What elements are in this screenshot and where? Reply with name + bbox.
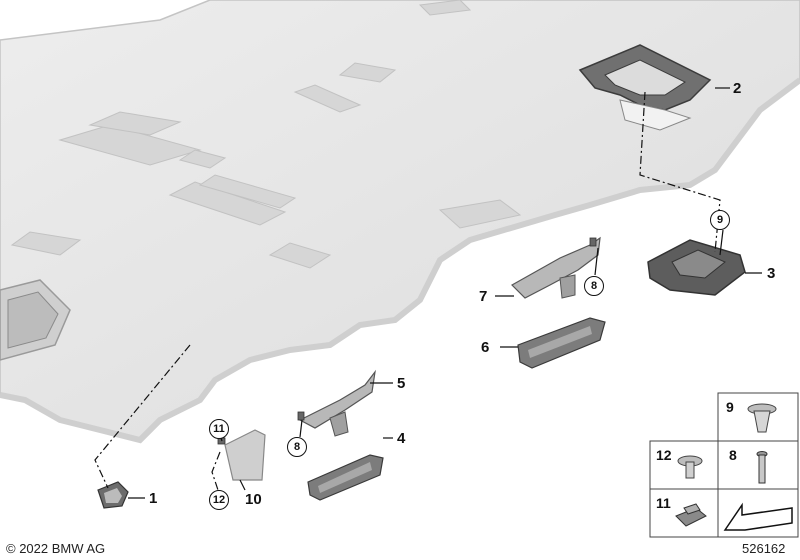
part-3-console: [647, 239, 746, 296]
callout-7: 7: [479, 288, 488, 305]
callout-4: 4: [397, 430, 406, 447]
callout-2: 2: [733, 80, 742, 97]
headliner-edge-strip: [0, 77, 800, 444]
grid-screw-12-icon: [677, 455, 703, 479]
callout-12: 12: [209, 490, 229, 510]
callout-5: 5: [397, 375, 406, 392]
part-1-light: [97, 481, 129, 509]
part-7-bracket: [511, 236, 601, 299]
callout-9: 9: [710, 210, 730, 230]
part-2-frame: [578, 44, 712, 131]
part-4-grab-handle: [307, 454, 384, 501]
part-6-grab-handle: [517, 317, 606, 369]
grid-arrow-symbol-icon: [723, 502, 793, 531]
callout-6: 6: [481, 339, 490, 356]
leader-lines: [128, 87, 762, 499]
callout-8-upper: 8: [584, 276, 604, 296]
parts-grid-frame: [649, 392, 799, 538]
callout-1: 1: [149, 490, 158, 507]
grid-nut-11-icon: [675, 503, 707, 527]
diagram-number: 526162: [742, 541, 786, 556]
headliner-reinforcements: [10, 0, 522, 269]
part-10-cover: [224, 429, 266, 481]
callout-11: 11: [209, 419, 229, 439]
grid-rivet-8-icon: [756, 451, 768, 484]
grid-label-8: 8: [729, 447, 737, 463]
callout-8-lower: 8: [287, 437, 307, 457]
part-5-bracket: [298, 369, 376, 437]
grid-clip-9-icon: [747, 403, 777, 433]
grid-label-9: 9: [726, 399, 734, 415]
callout-10: 10: [245, 491, 262, 508]
callout-3: 3: [767, 265, 776, 282]
grid-label-12: 12: [656, 447, 672, 463]
grid-label-11: 11: [656, 495, 671, 511]
copyright-text: © 2022 BMW AG: [6, 541, 106, 556]
